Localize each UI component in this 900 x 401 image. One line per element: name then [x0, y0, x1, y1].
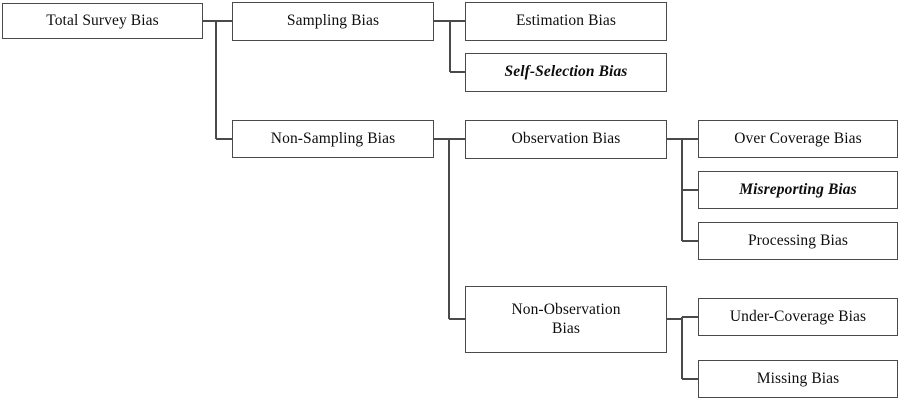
node-missing-bias[interactable]: Missing Bias: [698, 360, 898, 398]
node-total-survey-bias[interactable]: Total Survey Bias: [2, 3, 203, 39]
node-label: Over Coverage Bias: [734, 129, 862, 147]
node-label: Total Survey Bias: [46, 11, 159, 29]
node-non-observation-bias[interactable]: Non-Observation Bias: [465, 286, 667, 353]
node-over-coverage-bias[interactable]: Over Coverage Bias: [698, 120, 898, 158]
node-label: Non-Sampling Bias: [270, 129, 396, 147]
node-label: Estimation Bias: [515, 12, 617, 30]
node-processing-bias[interactable]: Processing Bias: [698, 222, 898, 260]
node-non-sampling-bias[interactable]: Non-Sampling Bias: [232, 120, 434, 158]
node-label: Under-Coverage Bias: [729, 307, 867, 325]
node-label: Misreporting Bias: [739, 180, 857, 198]
node-label: Processing Bias: [747, 231, 849, 249]
node-estimation-bias[interactable]: Estimation Bias: [465, 2, 667, 41]
node-label: Observation Bias: [511, 130, 621, 148]
node-label: Non-Observation Bias: [511, 300, 621, 337]
node-misreporting-bias[interactable]: Misreporting Bias: [698, 171, 898, 209]
node-label: Sampling Bias: [286, 12, 380, 30]
node-under-coverage-bias[interactable]: Under-Coverage Bias: [698, 298, 898, 336]
node-self-selection-bias[interactable]: Self-Selection Bias: [465, 53, 667, 92]
node-label: Self-Selection Bias: [504, 63, 628, 81]
node-observation-bias[interactable]: Observation Bias: [465, 120, 667, 159]
node-sampling-bias[interactable]: Sampling Bias: [232, 2, 434, 41]
node-label: Missing Bias: [756, 369, 840, 387]
